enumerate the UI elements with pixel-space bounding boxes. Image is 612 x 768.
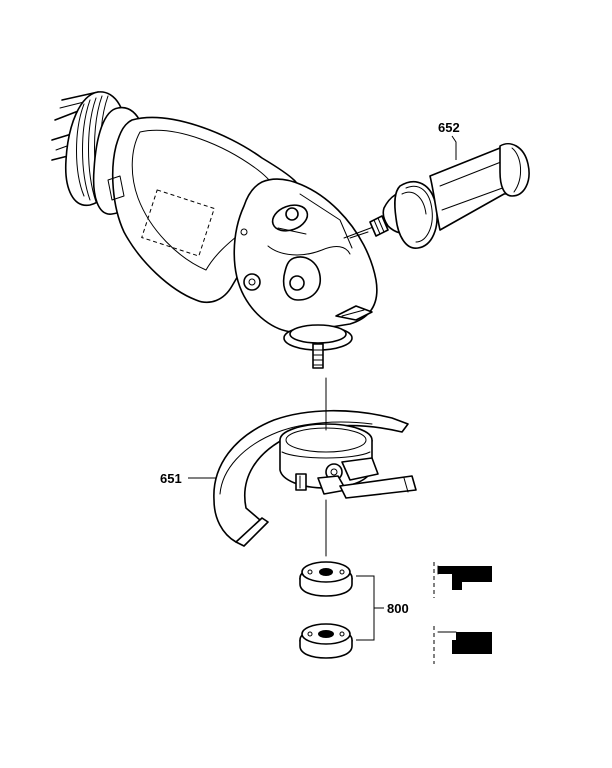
leader-800-bracket [356, 575, 384, 641]
side-handle-652 [369, 142, 530, 249]
label-652: 652 [438, 120, 460, 135]
wheel-guard-651 [213, 409, 417, 547]
flange-section-upper [433, 562, 492, 598]
label-800: 800 [387, 601, 409, 616]
angle-grinder-body [51, 91, 378, 369]
flange-section-lower [433, 626, 492, 664]
flange-set-800 [299, 561, 353, 659]
label-651: 651 [160, 471, 182, 486]
leader-652 [451, 135, 457, 160]
handle-axis-line [343, 225, 377, 239]
